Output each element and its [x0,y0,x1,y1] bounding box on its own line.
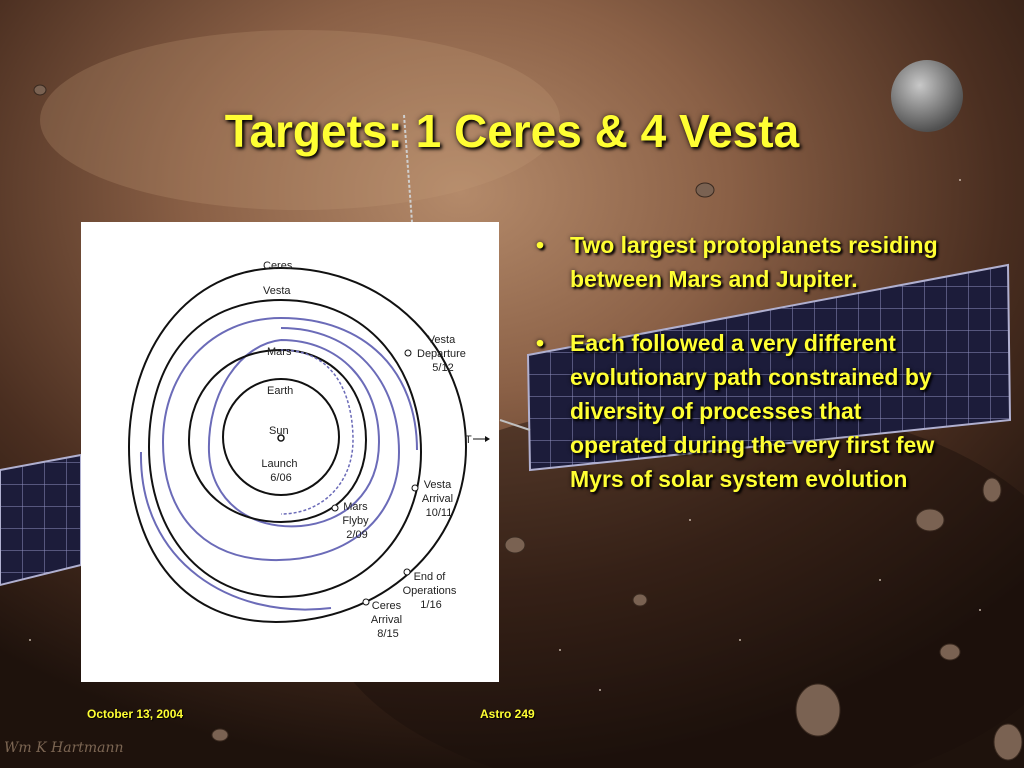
label-direction: T [465,434,472,446]
artist-signature: Wm K Hartmann [4,740,124,756]
label-mars: Mars [267,346,292,358]
slide-title: Targets: 1 Ceres & 4 Vesta [224,105,800,157]
ceres-arrival-marker [362,598,370,606]
label-sun: Sun [269,425,289,437]
label-end-of-operations: End of Operations 1/16 [403,571,460,611]
asteroids [33,84,1023,761]
moon [891,60,963,132]
label-vesta: Vesta [263,285,291,297]
mars-orbit [187,348,368,524]
ceres-orbit [127,266,468,624]
label-earth: Earth [267,385,293,397]
trajectory-diagram: Ceres Vesta Mars Earth Sun Launch 6/06 M… [81,222,499,682]
label-ceres: Ceres [263,260,293,272]
bullet-list: • Two largest protoplanets residing betw… [530,228,950,526]
sun-marker [277,434,285,442]
solar-panel-right [526,263,1012,472]
earth-orbit [222,378,340,496]
vesta-arrival-marker [411,484,419,492]
vesta-departure-marker [404,349,412,357]
label-vesta-arrival: Vesta Arrival 10/11 [422,479,456,519]
bullet-marker: • [536,330,545,356]
vesta-orbit [147,298,423,599]
bullet-text: Two largest protoplanets residing betwee… [570,232,938,292]
label-launch: Launch 6/06 [261,458,300,484]
bullet-text: Each followed a very different evolution… [570,330,935,492]
trajectory-path [207,339,381,528]
solar-panel-left [0,453,82,587]
mars-flyby-marker [331,504,339,512]
label-ceres-arrival: Ceres Arrival 8/15 [371,600,405,640]
label-vesta-departure: Vesta Departure 5/12 [417,334,469,374]
bullet-item: • Each followed a very different evoluti… [530,326,950,496]
footer-date: October 13, 2004 [87,707,184,721]
label-mars-flyby: Mars Flyby 2/09 [342,501,371,541]
end-of-operations-marker [403,568,411,576]
bullet-marker: • [536,232,545,258]
bullet-item: • Two largest protoplanets residing betw… [530,228,950,296]
footer-course: Astro 249 [480,707,535,721]
